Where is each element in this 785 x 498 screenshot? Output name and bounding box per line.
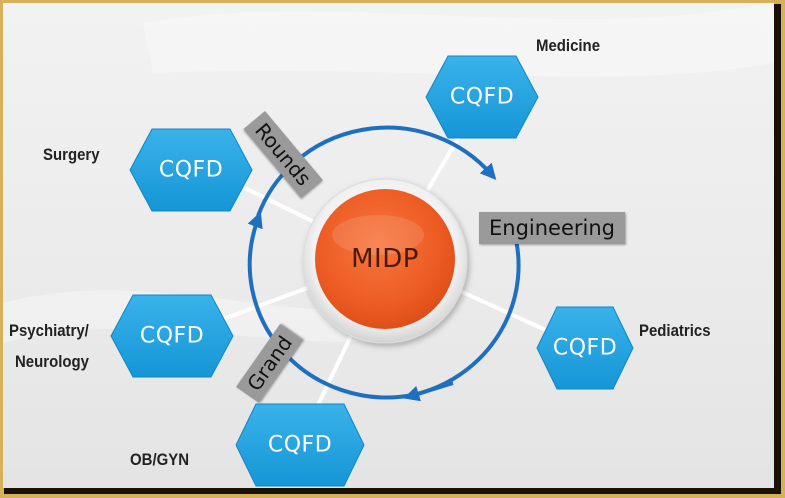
- dept-label-obgyn: OB/GYN: [130, 450, 190, 469]
- hex-label-obgyn: CQFD: [267, 432, 333, 458]
- arrow-top: [256, 125, 497, 217]
- diagram-svg: [3, 3, 774, 487]
- hex-label-pediatrics: CQFD: [552, 335, 618, 361]
- hex-label-psychiatry: CQFD: [139, 323, 205, 349]
- dept-label-psychiatry-line1: Psychiatry/: [9, 321, 89, 340]
- center-highlight: [332, 215, 424, 255]
- diagram-canvas: MIDP CQFD CQFD CQFD CQFD CQFD Medicine S…: [3, 3, 774, 488]
- hex-label-surgery: CQFD: [158, 157, 224, 183]
- dept-label-psychiatry-line2: Neurology: [15, 352, 89, 371]
- hex-surgery[interactable]: [129, 128, 253, 212]
- dept-label-surgery: Surgery: [43, 145, 100, 164]
- dept-label-pediatrics: Pediatrics: [639, 321, 711, 340]
- hex-obgyn[interactable]: [235, 403, 365, 487]
- center-disk: [302, 178, 468, 344]
- hex-psychiatry[interactable]: [110, 294, 234, 378]
- hex-pediatrics[interactable]: [536, 306, 634, 390]
- hex-medicine[interactable]: [425, 55, 539, 139]
- hex-label-medicine: CQFD: [449, 84, 515, 110]
- arrow-bottom-head: [403, 381, 454, 402]
- tag-engineering: Engineering: [479, 212, 625, 244]
- center-label: MIDP: [351, 244, 419, 274]
- hex-group: [110, 55, 634, 487]
- dept-label-medicine: Medicine: [536, 36, 601, 55]
